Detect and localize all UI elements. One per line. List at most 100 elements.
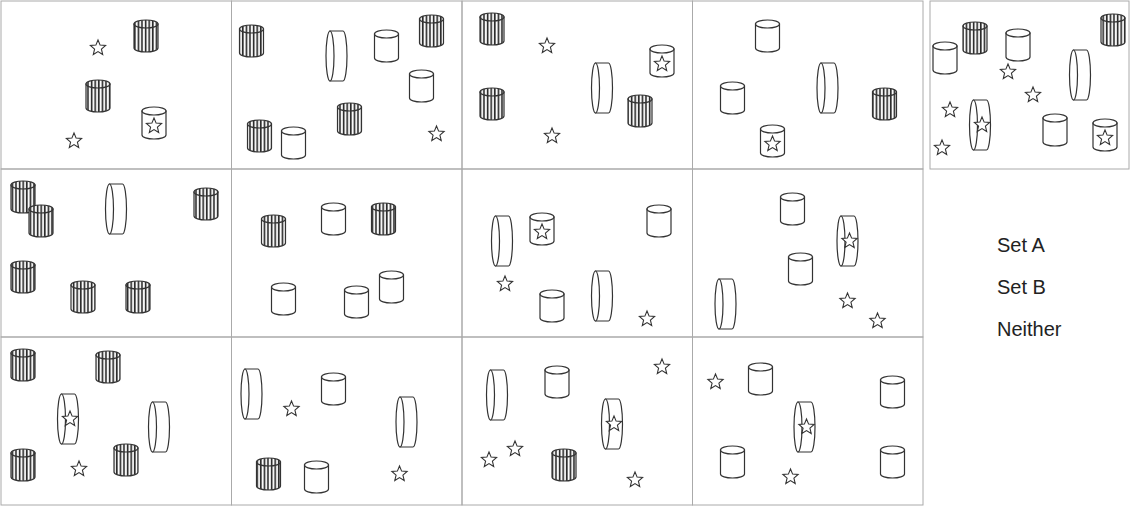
star xyxy=(534,224,549,238)
panel xyxy=(693,337,924,505)
star xyxy=(870,313,885,327)
star xyxy=(481,452,496,466)
plain-cylinder xyxy=(380,271,404,303)
plain-cylinder xyxy=(761,125,785,157)
panel-figures xyxy=(715,193,885,329)
panel xyxy=(462,169,693,337)
disc-cylinder xyxy=(58,394,79,444)
plain-cylinder xyxy=(881,376,905,408)
star xyxy=(1097,130,1112,144)
star xyxy=(708,374,723,388)
plain-cylinder xyxy=(721,446,745,478)
striped-cylinder xyxy=(29,205,53,237)
star xyxy=(62,411,77,425)
plain-cylinder xyxy=(410,70,434,102)
star xyxy=(507,441,522,455)
star xyxy=(1025,87,1040,101)
star xyxy=(639,311,654,325)
star xyxy=(654,56,669,70)
disc-cylinder xyxy=(837,216,858,266)
panel xyxy=(1,337,232,505)
panel-figures xyxy=(66,20,166,147)
plain-cylinder xyxy=(1043,114,1067,146)
star xyxy=(974,117,989,131)
plain-cylinder xyxy=(721,82,745,114)
star xyxy=(765,136,780,150)
plain-cylinder xyxy=(375,30,399,62)
plain-cylinder xyxy=(272,283,296,315)
option-label: Set A xyxy=(997,234,1045,257)
striped-cylinder xyxy=(114,444,138,476)
disc-cylinder xyxy=(715,279,736,329)
star xyxy=(934,140,949,154)
plain-cylinder xyxy=(282,127,306,159)
disc-cylinder xyxy=(106,184,127,234)
star xyxy=(90,40,105,54)
disc-cylinder xyxy=(970,100,991,150)
plain-cylinder xyxy=(756,20,780,52)
striped-cylinder xyxy=(628,95,652,127)
panel xyxy=(462,337,693,505)
panel xyxy=(693,169,924,337)
star xyxy=(783,469,798,483)
striped-cylinder xyxy=(126,281,150,313)
panel xyxy=(232,169,463,337)
panel-figures xyxy=(11,349,170,481)
star xyxy=(497,276,512,290)
star xyxy=(606,416,621,430)
star xyxy=(840,293,855,307)
option-label: Neither xyxy=(997,318,1061,341)
panel-figures xyxy=(480,13,674,142)
panel-figures xyxy=(241,369,417,493)
striped-cylinder xyxy=(257,458,281,490)
disc-cylinder xyxy=(817,63,838,113)
plain-cylinder xyxy=(781,193,805,225)
star xyxy=(799,419,814,433)
striped-cylinder xyxy=(11,261,35,293)
striped-cylinder xyxy=(96,351,120,383)
star xyxy=(942,102,957,116)
panel-figures xyxy=(11,181,218,313)
striped-cylinder xyxy=(480,13,504,45)
panel-figures xyxy=(708,363,905,483)
star xyxy=(429,126,444,140)
disc-cylinder xyxy=(492,216,513,266)
striped-cylinder xyxy=(11,349,35,381)
plain-cylinder xyxy=(789,253,813,285)
plain-cylinder xyxy=(530,213,554,245)
disc-cylinder xyxy=(149,402,170,452)
plain-cylinder xyxy=(345,286,369,318)
star xyxy=(539,38,554,52)
star xyxy=(146,118,161,132)
star xyxy=(66,133,81,147)
plain-cylinder xyxy=(881,446,905,478)
plain-cylinder xyxy=(650,45,674,77)
striped-cylinder xyxy=(71,281,95,313)
plain-cylinder xyxy=(322,373,346,405)
plain-cylinder xyxy=(322,203,346,235)
striped-cylinder xyxy=(338,103,362,135)
star xyxy=(71,461,86,475)
striped-cylinder xyxy=(963,22,987,54)
star xyxy=(392,466,407,480)
plain-cylinder xyxy=(540,290,564,322)
disc-cylinder xyxy=(602,399,623,449)
star xyxy=(284,401,299,415)
plain-cylinder xyxy=(305,461,329,493)
star xyxy=(1000,64,1015,78)
plain-cylinder xyxy=(142,107,166,139)
striped-cylinder xyxy=(11,449,35,481)
star xyxy=(627,472,642,486)
panel xyxy=(1,169,232,337)
star xyxy=(842,233,857,247)
panel-figures xyxy=(721,20,897,157)
plain-cylinder xyxy=(1093,119,1117,151)
disc-cylinder xyxy=(592,271,613,321)
plain-cylinder xyxy=(933,42,957,74)
plain-cylinder xyxy=(545,366,569,398)
plain-cylinder xyxy=(749,363,773,395)
striped-cylinder xyxy=(248,120,272,152)
disc-cylinder xyxy=(241,369,262,419)
